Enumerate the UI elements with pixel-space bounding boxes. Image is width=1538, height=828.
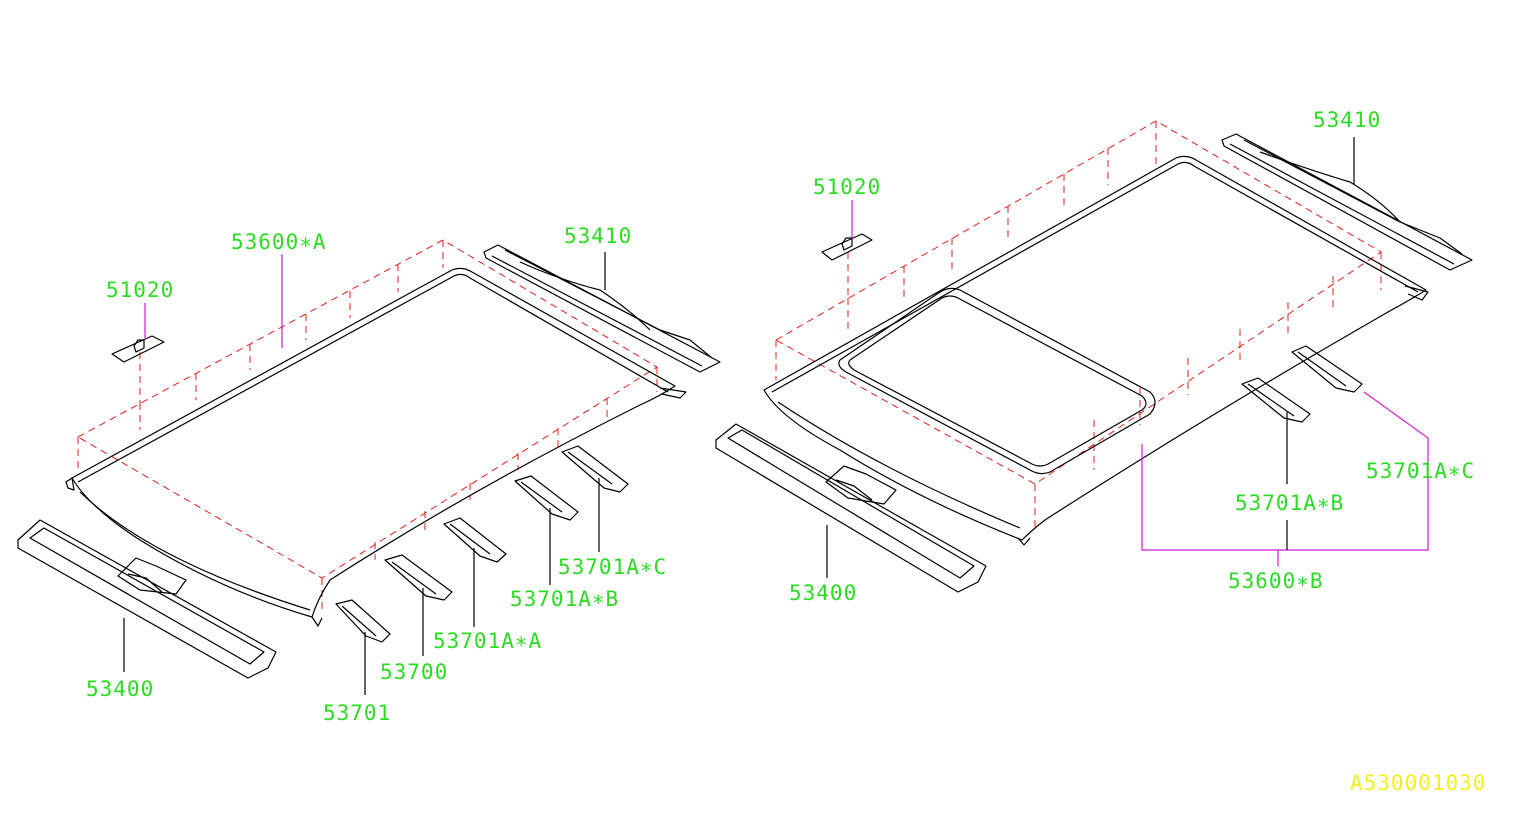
label-right-bow-b: 53701A∗B xyxy=(1235,491,1344,515)
label-left-front-rail: 53400 xyxy=(86,677,154,701)
label-left-bow: 53700 xyxy=(380,660,448,684)
right-rear-rail xyxy=(1221,133,1473,271)
label-left-bow-a: 53701A∗A xyxy=(433,629,542,653)
left-assembly: 51020 53600∗A 53410 53400 53701A∗C 53701… xyxy=(17,224,721,725)
label-left-bow-c: 53701A∗C xyxy=(558,555,667,579)
label-left-rear-rail: 53410 xyxy=(564,224,632,248)
left-clip xyxy=(111,335,165,363)
right-front-rail xyxy=(715,423,987,593)
label-right-roof-panel: 53600∗B xyxy=(1228,569,1324,593)
label-left-bow-front: 53701 xyxy=(323,701,391,725)
label-left-bow-b: 53701A∗B xyxy=(510,587,619,611)
right-alignment-dashes xyxy=(775,120,1382,530)
label-right-bow-c: 53701A∗C xyxy=(1366,459,1475,483)
label-right-clip: 51020 xyxy=(813,175,881,199)
label-right-front-rail: 53400 xyxy=(789,581,857,605)
right-assembly: 51020 53410 53400 53701A∗C 53701A∗B 5360… xyxy=(715,108,1475,605)
label-right-rear-rail: 53410 xyxy=(1313,108,1381,132)
diagram-code: A530001030 xyxy=(1350,771,1486,795)
left-bows xyxy=(335,445,629,643)
right-clip xyxy=(821,233,873,261)
right-roof-panel xyxy=(763,155,1429,546)
left-rear-rail xyxy=(483,244,721,373)
label-left-clip: 51020 xyxy=(106,278,174,302)
left-alignment-dashes xyxy=(77,239,658,612)
leader-right-bow-c xyxy=(1141,391,1429,551)
left-front-rail xyxy=(17,519,277,679)
label-left-roof-panel: 53600∗A xyxy=(231,230,327,254)
right-bows xyxy=(1241,345,1363,423)
left-roof-panel xyxy=(65,267,687,627)
